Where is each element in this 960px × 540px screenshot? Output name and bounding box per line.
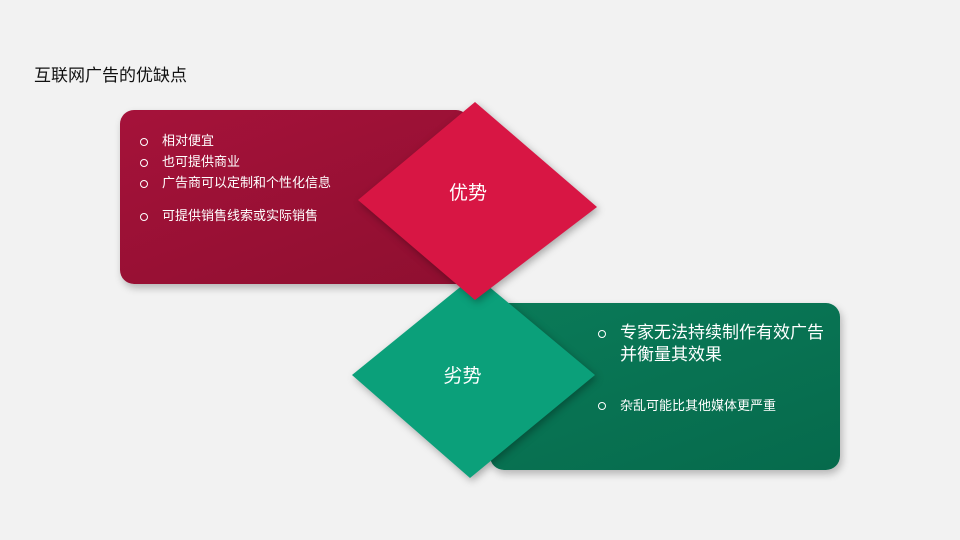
slide-title: 互联网广告的优缺点 (34, 66, 187, 86)
strengths-list: 相对便宜 也可提供商业 广告商可以定制和个性化信息 可提供销售线索或实际销售 (140, 131, 331, 227)
list-item: 相对便宜 (140, 131, 331, 152)
weaknesses-diamond: 劣势 (352, 273, 597, 480)
list-item: 专家无法持续制作有效广告并衡量其效果 (598, 322, 833, 366)
weaknesses-list: 专家无法持续制作有效广告并衡量其效果 杂乱可能比其他媒体更严重 (598, 322, 833, 418)
list-item: 广告商可以定制和个性化信息 (140, 173, 331, 194)
list-item: 也可提供商业 (140, 152, 331, 173)
weaknesses-label: 劣势 (443, 365, 482, 387)
strengths-diamond: 优势 (358, 100, 598, 302)
strengths-label: 优势 (448, 182, 487, 204)
list-item: 杂乱可能比其他媒体更严重 (598, 396, 833, 418)
list-item: 可提供销售线索或实际销售 (140, 206, 331, 227)
